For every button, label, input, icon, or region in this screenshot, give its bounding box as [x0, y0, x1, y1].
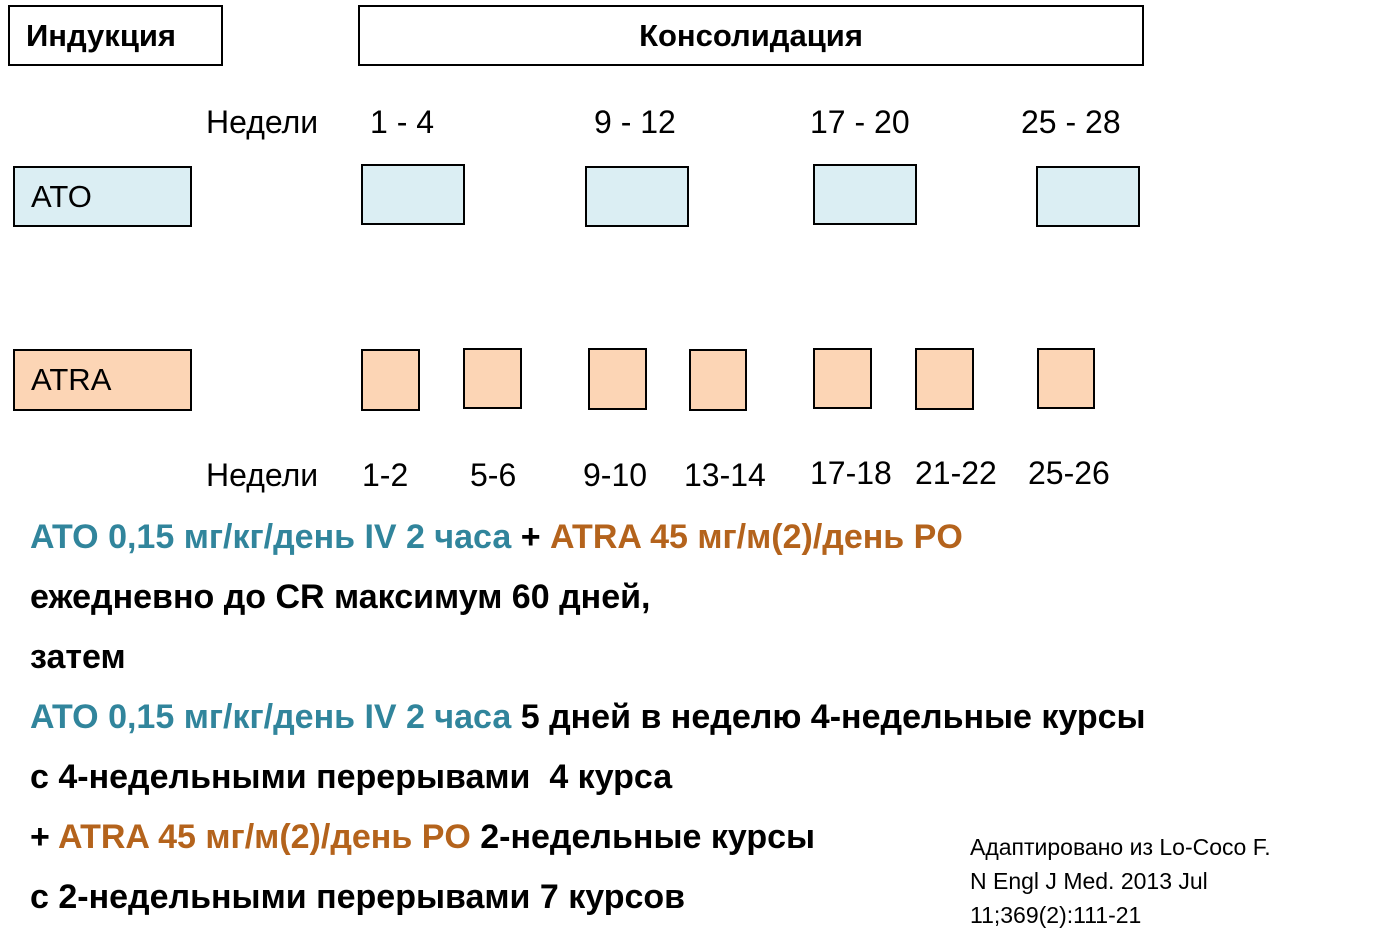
- regimen-line-2: ежедневно до CR максимум 60 дней,: [30, 578, 651, 616]
- atra-week-6: 21-22: [915, 455, 997, 491]
- atra-consolidation-schedule: 2-недельные курсы: [470, 818, 816, 856]
- atra-course-block: [1037, 348, 1095, 409]
- atra-course-block: [689, 349, 747, 411]
- ato-consolidation-schedule: 5 дней в неделю 4-недельные курсы: [511, 698, 1146, 736]
- atra-row-label: ATRA: [13, 349, 192, 411]
- atra-course-block: [361, 349, 420, 411]
- regimen-line-4: ATO 0,15 мг/кг/день IV 2 часа 5 дней в н…: [30, 698, 1146, 737]
- atra-week-5: 17-18: [810, 455, 892, 491]
- atra-induction-dose: ATRA 45 мг/м(2)/день PO: [550, 518, 963, 556]
- atra-week-4: 13-14: [684, 457, 766, 493]
- plus-sign: +: [30, 818, 59, 856]
- ato-week-1: 1 - 4: [370, 104, 435, 140]
- induction-label: Индукция: [26, 17, 177, 53]
- induction-header: Индукция: [8, 5, 223, 66]
- ato-week-2: 9 - 12: [594, 104, 676, 140]
- plus-sign: +: [511, 518, 551, 556]
- regimen-line-7: с 2-недельными перерывами 7 курсов: [30, 878, 686, 916]
- ato-course-block: [585, 166, 689, 227]
- consolidation-label: Консолидация: [639, 17, 863, 53]
- atra-weeks-label: Недели: [206, 457, 319, 493]
- ato-course-block: [813, 164, 917, 225]
- atra-course-block: [463, 348, 522, 409]
- ato-weeks-label: Недели: [206, 104, 319, 140]
- regimen-line-6: + ATRA 45 мг/м(2)/день PO 2-недельные ку…: [30, 818, 815, 857]
- reference-line-3: 11;369(2):111-21: [970, 902, 1142, 928]
- ato-course-block: [361, 164, 465, 225]
- ato-label-text: ATO: [31, 178, 92, 214]
- atra-week-1: 1-2: [362, 457, 409, 493]
- atra-week-2: 5-6: [470, 457, 517, 493]
- regimen-line-3: затем: [30, 638, 126, 676]
- atra-week-3: 9-10: [583, 457, 648, 493]
- regimen-line-1: ATO 0,15 мг/кг/день IV 2 часа + ATRA 45 …: [30, 518, 963, 557]
- regimen-line-5: с 4-недельными перерывами 4 курса: [30, 758, 673, 796]
- atra-week-7: 25-26: [1028, 455, 1110, 491]
- ato-course-block: [1036, 166, 1140, 227]
- ato-consolidation-dose: ATO 0,15 мг/кг/день IV 2 часа: [30, 698, 512, 736]
- atra-course-block: [915, 348, 974, 410]
- reference-line-1: Адаптировано из Lo-Coco F.: [970, 834, 1271, 860]
- atra-label-text: ATRA: [31, 362, 112, 397]
- consolidation-header: Консолидация: [358, 5, 1144, 66]
- ato-week-4: 25 - 28: [1021, 104, 1121, 140]
- reference: Адаптировано из Lo-Coco F. N Engl J Med.…: [970, 830, 1271, 932]
- atra-consolidation-dose: ATRA 45 мг/м(2)/день PO: [58, 818, 471, 856]
- reference-line-2: N Engl J Med. 2013 Jul: [970, 868, 1208, 894]
- atra-course-block: [813, 348, 872, 409]
- ato-row-label: ATO: [13, 166, 192, 227]
- ato-induction-dose: ATO 0,15 мг/кг/день IV 2 часа: [30, 518, 512, 556]
- ato-week-3: 17 - 20: [810, 104, 910, 140]
- atra-course-block: [588, 348, 647, 410]
